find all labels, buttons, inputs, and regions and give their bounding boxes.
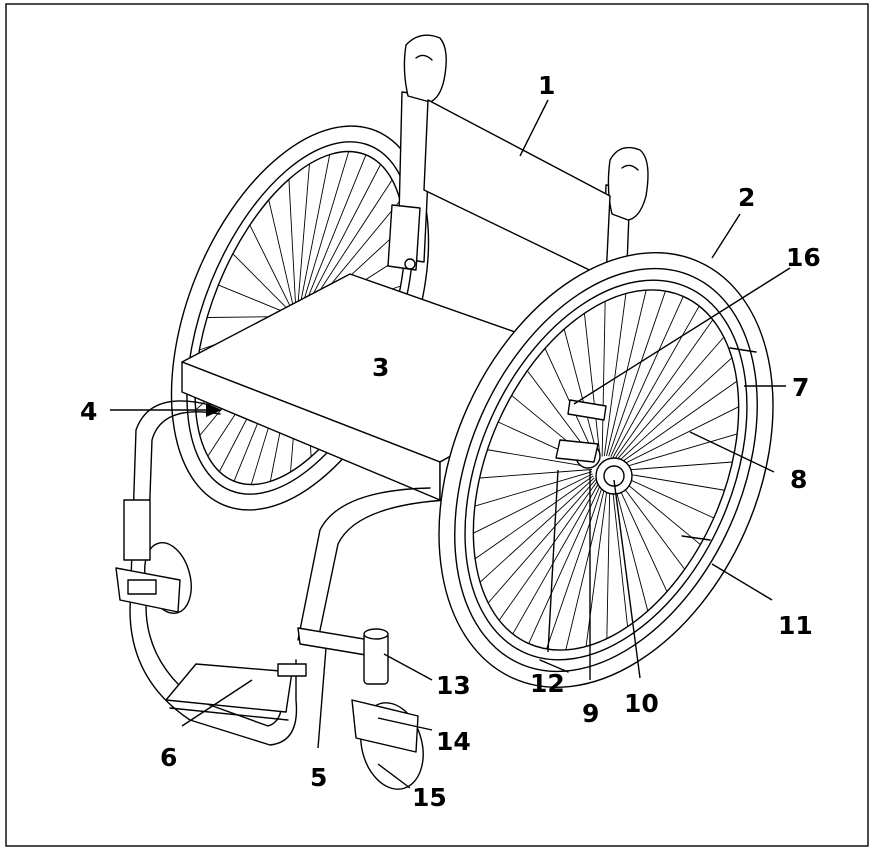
wheel-spoke [618, 474, 714, 519]
wheel-spoke [546, 483, 604, 650]
wheel-spoke [612, 305, 700, 458]
wheel-spoke [473, 473, 593, 534]
wheel-spoke [479, 477, 595, 583]
wheel-spoke [487, 479, 597, 604]
wheel-spoke [268, 199, 295, 311]
leader-lines [110, 99, 791, 789]
wheel-spoke [603, 293, 627, 457]
wheel-spoke [299, 154, 331, 309]
callout-5: 5 [310, 763, 327, 792]
wheel-spoke [619, 472, 725, 491]
wheel-spoke [498, 480, 598, 621]
wheel-spoke [563, 329, 599, 459]
wheel-spoke [606, 289, 647, 457]
wheel-spoke [611, 482, 629, 627]
wheel-spoke [619, 433, 738, 469]
wheel-spoke [610, 296, 684, 458]
wheel-spoke [303, 154, 367, 309]
wheel-spoke [297, 163, 310, 309]
rear-right-wheel [438, 252, 774, 688]
wheel-spoke [616, 478, 686, 570]
wheel-spoke [613, 481, 649, 611]
wheel-spoke [614, 319, 714, 460]
wheel-spoke [615, 480, 668, 592]
callout-4: 4 [80, 397, 97, 426]
callout-7: 7 [792, 373, 809, 402]
callout-3: 3 [372, 353, 389, 382]
wheel-spoke [617, 476, 701, 545]
callout-1: 1 [538, 71, 555, 100]
arrow-head-4 [206, 403, 222, 417]
callout-labels: 1 2 3 4 5 6 7 8 9 10 11 12 13 14 15 16 [80, 71, 821, 812]
callout-10: 10 [624, 689, 659, 718]
callout-14: 14 [436, 727, 471, 756]
wheel-spoke [565, 483, 606, 651]
wheel-spoke [288, 179, 297, 309]
callout-2: 2 [738, 183, 755, 212]
callout-6: 6 [160, 743, 177, 772]
front-caster [351, 628, 424, 790]
wheel-spoke [218, 284, 291, 315]
wheel-spoke [619, 461, 733, 471]
wheel-spoke [512, 482, 600, 635]
wheel-spoke [615, 336, 725, 461]
wheel-spoke [583, 313, 601, 458]
callout-15: 15 [412, 783, 447, 812]
callout-16: 16 [786, 243, 821, 272]
wheel-spoke [528, 482, 602, 644]
wheel-spoke [249, 224, 294, 312]
callout-13: 13 [436, 671, 471, 700]
wheel-spoke [601, 301, 606, 457]
wheel-spoke [304, 164, 381, 310]
wheel-spoke [619, 406, 739, 467]
wheel-spoke [608, 290, 666, 457]
figure-border [5, 3, 869, 847]
wheel-spoke [474, 475, 594, 560]
wheel-spoke [618, 380, 738, 465]
wheel-spoke [232, 253, 292, 314]
wheel-spoke [474, 471, 593, 507]
wheel-spoke [301, 151, 350, 309]
callout-11: 11 [778, 611, 813, 640]
wheel-spoke [487, 449, 593, 468]
callout-8: 8 [790, 465, 807, 494]
wheel-spoke [479, 469, 593, 479]
callout-9: 9 [582, 699, 599, 728]
wheel-spoke [617, 357, 733, 463]
callout-12: 12 [530, 669, 565, 698]
wheel-spoke [606, 483, 611, 639]
